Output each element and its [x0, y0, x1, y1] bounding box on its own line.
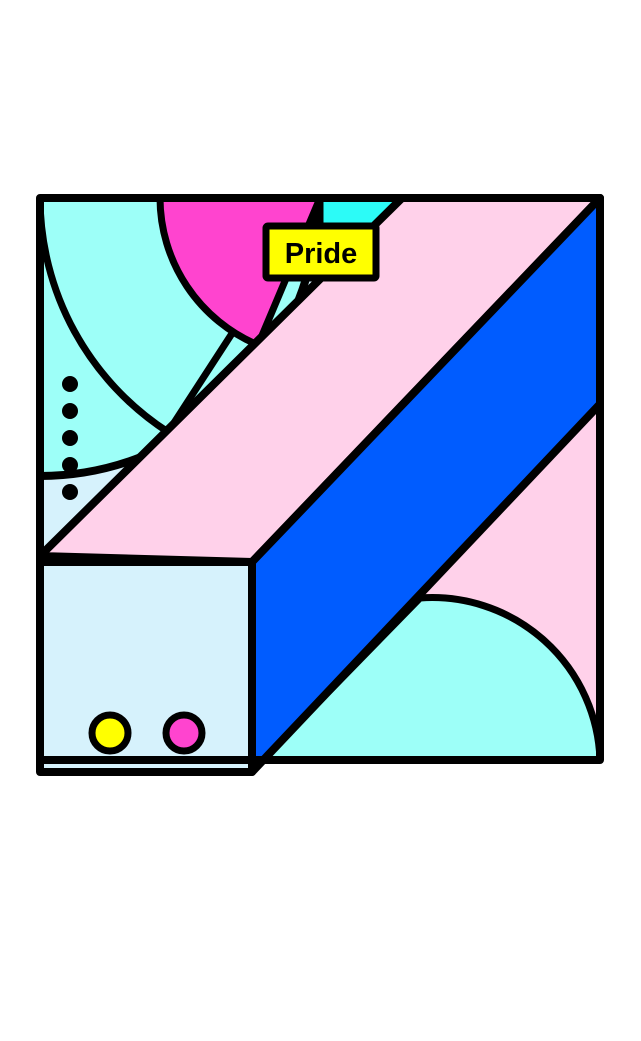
yellow-circle [88, 711, 132, 755]
dot [62, 484, 78, 500]
frame-outline [36, 194, 604, 764]
pride-label-text: Pride [285, 238, 358, 270]
dot [62, 430, 78, 446]
dot [62, 376, 78, 392]
magenta-circle [162, 711, 206, 755]
bar-front-face [36, 558, 256, 776]
dot-column [62, 376, 78, 500]
dot [62, 403, 78, 419]
dot [62, 457, 78, 473]
pride-label-box [262, 222, 380, 282]
pride-label: Pride [262, 222, 380, 282]
